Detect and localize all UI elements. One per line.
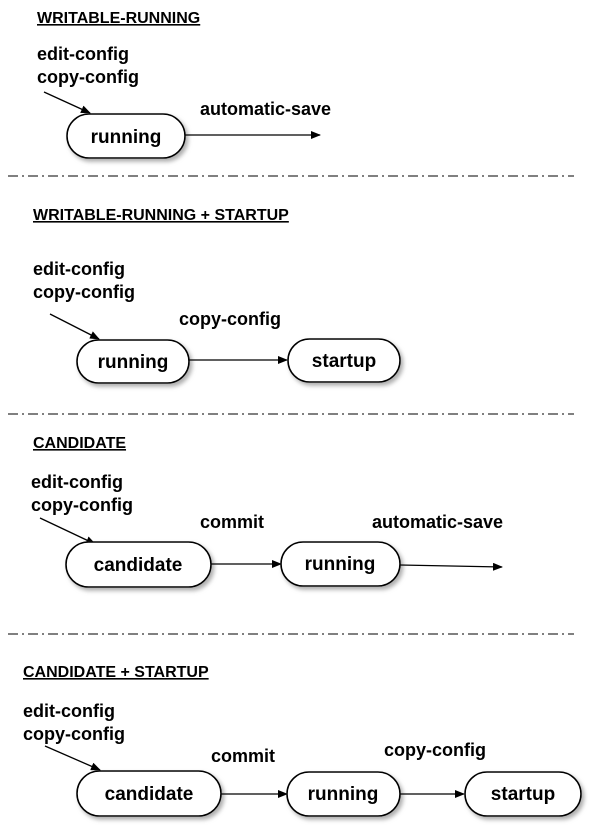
node-label: running [98, 352, 169, 373]
input-arrow [39, 517, 96, 545]
node-startup: startup [287, 338, 401, 383]
node-label: running [91, 127, 162, 148]
section-candidate-startup: CANDIDATE + STARTUP edit-config copy-con… [23, 664, 582, 817]
node-label: running [308, 784, 379, 805]
edge-label-commit: commit [200, 512, 264, 532]
node-startup: startup [464, 771, 582, 817]
edge-automatic-save-arrow [399, 562, 503, 571]
section-writable-running: WRITABLE-RUNNING edit-config copy-config… [37, 10, 331, 159]
node-box [287, 338, 401, 383]
section-heading: CANDIDATE + STARTUP [23, 664, 209, 681]
section-heading: CANDIDATE [33, 435, 126, 452]
section-heading: WRITABLE-RUNNING + STARTUP [33, 207, 289, 224]
edge-label-automatic-save: automatic-save [200, 99, 331, 119]
node-label: candidate [105, 784, 194, 805]
node-box [464, 771, 582, 817]
node-box [66, 113, 186, 159]
node-running: running [286, 771, 401, 817]
node-box [280, 541, 401, 587]
input-label-edit-config: edit-config [23, 701, 115, 721]
input-label-edit-config: edit-config [31, 472, 123, 492]
input-label-copy-config: copy-config [37, 67, 139, 87]
input-label-copy-config: copy-config [33, 282, 135, 302]
input-arrow [44, 745, 101, 771]
input-label-edit-config: edit-config [33, 259, 125, 279]
section-writable-running-startup: WRITABLE-RUNNING + STARTUP edit-config c… [33, 207, 401, 384]
input-label-copy-config: copy-config [31, 495, 133, 515]
edge-label-automatic-save: automatic-save [372, 512, 503, 532]
edge-label-commit: commit [211, 746, 275, 766]
edge-label-copy-config: copy-config [179, 309, 281, 329]
node-label: candidate [94, 555, 183, 576]
node-running: running [76, 339, 190, 384]
input-label-edit-config: edit-config [37, 44, 129, 64]
section-candidate: CANDIDATE edit-config copy-config candid… [31, 435, 503, 588]
edge-label-copy-config: copy-config [384, 740, 486, 760]
node-box [76, 339, 190, 384]
node-running: running [66, 113, 186, 159]
node-running: running [280, 541, 401, 587]
input-arrow [43, 91, 91, 114]
input-arrow [49, 313, 100, 340]
section-heading: WRITABLE-RUNNING [37, 10, 200, 27]
node-label: running [305, 554, 376, 575]
node-candidate: candidate [76, 770, 222, 817]
input-label-copy-config: copy-config [23, 724, 125, 744]
node-label: startup [312, 351, 376, 372]
node-candidate: candidate [65, 541, 212, 588]
node-label: startup [491, 784, 555, 805]
